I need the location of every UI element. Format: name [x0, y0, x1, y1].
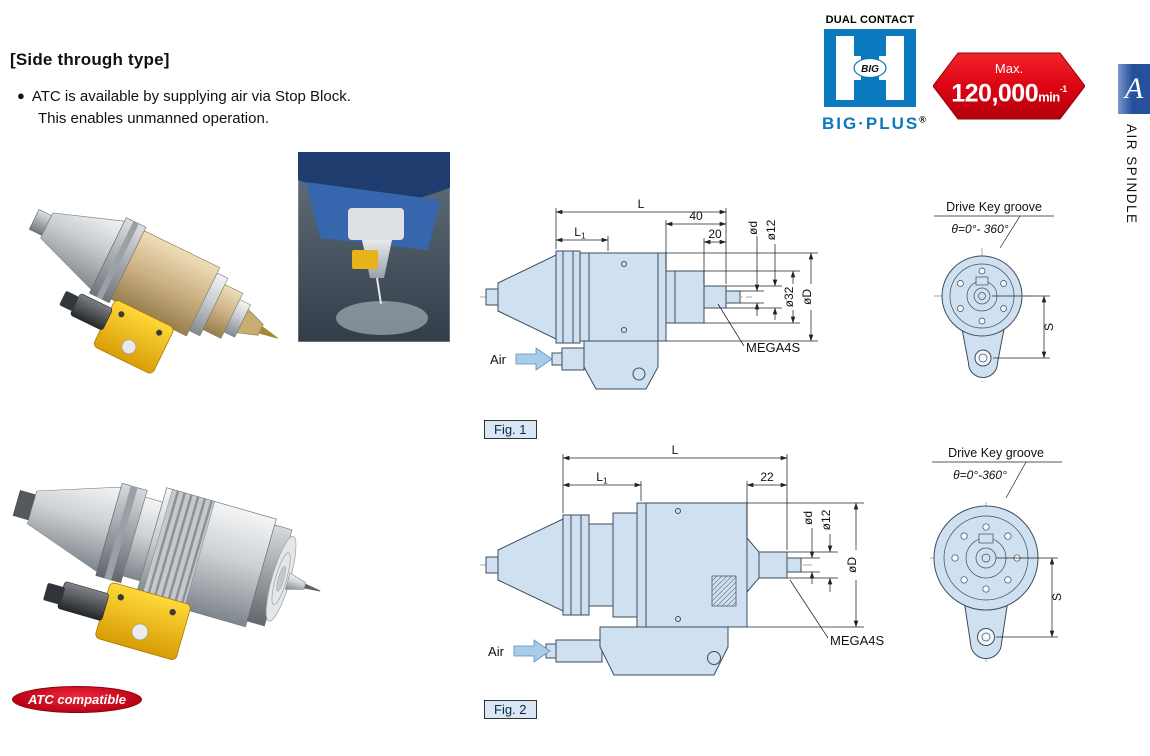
- fig1-dimensions: L 40 20 L1 ød ø12 ø32 øD MEGA4S: [555, 197, 818, 355]
- fig1-drive-key-title: Drive Key groove: [946, 200, 1042, 214]
- fig2-label: Fig. 2: [484, 700, 537, 719]
- fig2-dim-S: S: [1050, 593, 1064, 601]
- max-value: 120,000min-1: [951, 76, 1067, 110]
- fig1-spindle-profile: [485, 250, 741, 344]
- max-rpm-exponent: -1: [1059, 84, 1068, 95]
- fig1-air-flow: Air: [490, 347, 553, 371]
- dual-contact-label: DUAL CONTACT: [825, 14, 915, 26]
- fig2-air-label: Air: [488, 644, 505, 659]
- big-logo-text: BIG: [861, 64, 879, 75]
- fig1-stop-block: [551, 340, 659, 390]
- fig1-dim-od: ød: [746, 221, 760, 235]
- fig1-dim-L1: L1: [574, 225, 586, 241]
- fig2-air-flow: Air: [488, 639, 551, 663]
- fig1-technical-drawing: Air L 40 20 L1 ød ø12 ø32 øD: [480, 197, 818, 390]
- fig1-dim-L: L: [638, 197, 645, 211]
- big-logo-oval: [853, 57, 887, 79]
- fig1-dim-40: 40: [689, 209, 703, 223]
- bullet-icon: ●: [17, 88, 25, 103]
- fig2-technical-drawing: Air L L1 22 ød ø12 øD MEGA4S: [480, 443, 885, 676]
- fig2-mega4s-label: MEGA4S: [830, 633, 885, 648]
- atc-compatible-badge: ATC compatible: [12, 686, 142, 713]
- fig2-dim-L: L: [672, 443, 679, 457]
- max-speed-badge: Max. 120,000min-1: [933, 52, 1085, 120]
- fig2-theta-label: θ=0°-360°: [953, 468, 1007, 482]
- fig1-dim-o12: ø12: [764, 219, 778, 240]
- spindle-photo-assembly-1: [28, 209, 278, 374]
- fig2-drive-key-title: Drive Key groove: [948, 446, 1044, 460]
- max-badge-text: Max. 120,000min-1: [933, 52, 1085, 120]
- feature-text-2: This enables unmanned operation.: [38, 110, 269, 127]
- fig1-dim-S: S: [1042, 323, 1056, 331]
- fig1-theta-label: θ=0°- 360°: [951, 222, 1008, 236]
- max-badge-shape-icon: [933, 52, 1085, 120]
- fig2-dim-o12: ø12: [819, 509, 833, 530]
- fig2-dimensions: L L1 22 ød ø12 øD MEGA4S: [562, 443, 885, 648]
- logo-left-shape: [836, 36, 861, 100]
- fig1-drive-key-body: [941, 255, 1023, 378]
- dual-contact-block: DUAL CONTACT BIG BIG·PLUS®: [822, 14, 926, 134]
- air-arrow-icon: [513, 639, 551, 663]
- fig2-dim-oD: øD: [845, 557, 859, 573]
- logo-right-shape: [879, 36, 904, 100]
- fig2-drive-key-dimensions: S: [996, 557, 1064, 638]
- fig2-dim-L1-sub: 1: [603, 476, 608, 486]
- fig2-dim-L1-main: L: [596, 470, 603, 484]
- fig2-drive-key-drawing: Drive Key groove θ=0°-360° S: [930, 446, 1064, 662]
- air-arrow-icon: [515, 347, 553, 371]
- feature-text-1: ATC is available by supplying air via St…: [31, 88, 351, 105]
- fig1-drive-key-dimensions: S: [992, 295, 1056, 359]
- fig2-dim-od: ød: [801, 511, 815, 525]
- registered-mark: ®: [919, 114, 926, 125]
- fig1-dim-o32: ø32: [782, 286, 796, 307]
- fig1-dim-20: 20: [708, 227, 722, 241]
- fig2-spindle-profile: [485, 502, 802, 628]
- big-plus-logo-icon: BIG: [824, 29, 916, 107]
- spindle-photo-assembly-2: [12, 482, 321, 660]
- fig1-dim-L1-main: L: [574, 225, 581, 239]
- application-photo-machine: [298, 152, 450, 342]
- fig2-stop-block: [545, 626, 729, 676]
- fig2-dim-L1: L1: [596, 470, 608, 486]
- brand-name: BIG·PLUS®: [822, 114, 926, 134]
- fig1-dim-oD: øD: [800, 289, 814, 305]
- max-rpm-unit: min: [1038, 89, 1060, 105]
- fig2-drive-key-body: [933, 505, 1039, 659]
- fig2-dim-22: 22: [760, 470, 774, 484]
- fig1-drive-key-drawing: Drive Key groove θ=0°- 360° S: [934, 200, 1056, 382]
- side-tab-air-spindle: AIR SPINDLE: [1124, 124, 1139, 225]
- brand-name-text: BIG·PLUS: [822, 114, 920, 133]
- max-rpm-number: 120,000: [951, 79, 1039, 108]
- fig1-air-label: Air: [490, 352, 507, 367]
- max-label: Max.: [994, 61, 1024, 77]
- product-photo-spindle-2: [12, 482, 321, 660]
- feature-line: ● ATC is available by supplying air via …: [17, 88, 351, 105]
- fig1-dim-L1-sub: 1: [581, 231, 586, 241]
- fig1-mega4s-label: MEGA4S: [746, 340, 801, 355]
- product-photo-spindle-1: [28, 209, 278, 374]
- section-tab-a: A: [1118, 64, 1150, 114]
- fig1-label: Fig. 1: [484, 420, 537, 439]
- page-title: [Side through type]: [10, 50, 170, 69]
